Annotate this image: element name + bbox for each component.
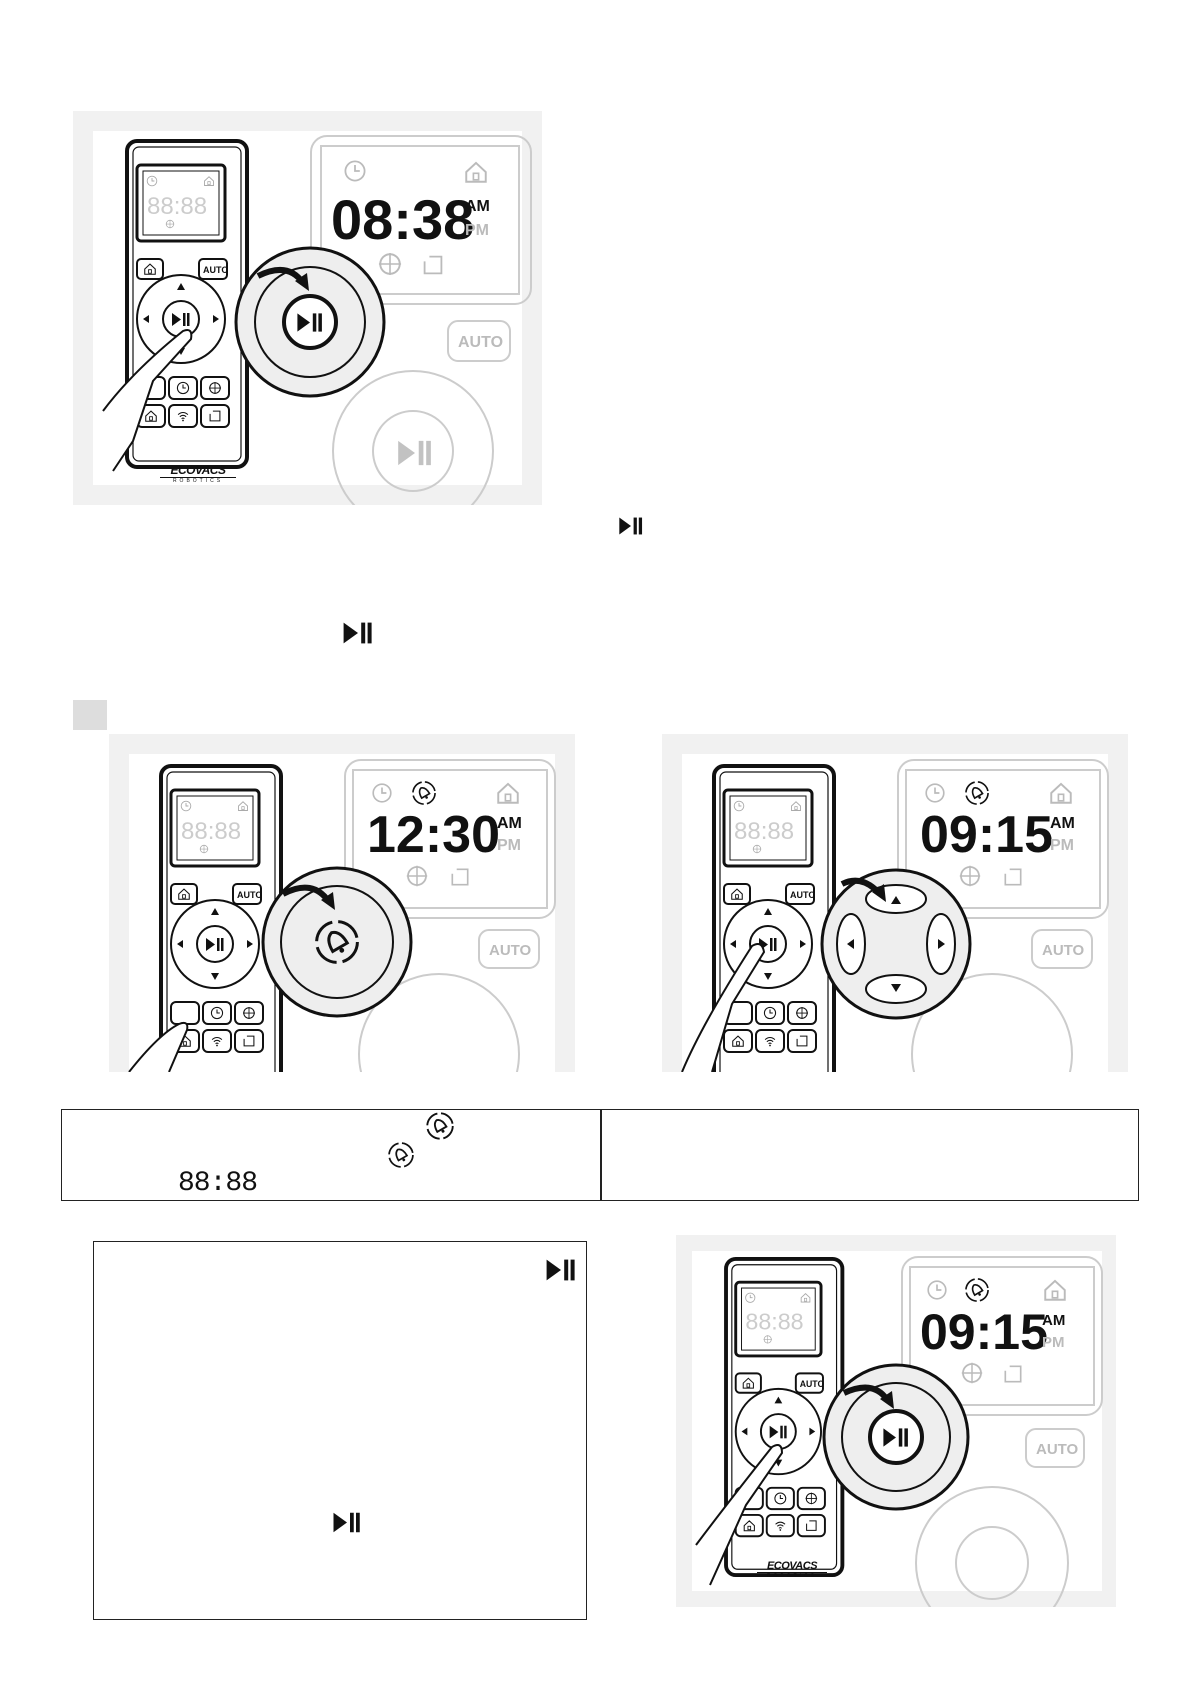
play-pause-icon <box>333 1512 360 1533</box>
illustration-schedule-adjust: 09:15 AM PM AUTO <box>662 734 1128 1135</box>
display-time: 09:15 <box>920 1304 1048 1360</box>
display-time: 08:38 <box>331 188 474 251</box>
illustration-set-clock-confirm: 08:38 AM PM AUTO <box>73 111 542 532</box>
illustration-schedule-press: 12:30 AM PM AUTO <box>109 734 575 1135</box>
play-pause-icon <box>619 517 643 535</box>
svg-text:PM: PM <box>1042 1334 1065 1351</box>
brand-logo: ECOVACS ROBOTICS <box>757 1560 827 1579</box>
play-pause-icon <box>343 622 372 644</box>
schedule-icon <box>426 1112 454 1140</box>
section-marker <box>73 700 107 730</box>
display-time: 12:30 <box>367 806 500 864</box>
svg-text:AM: AM <box>1042 1312 1065 1329</box>
am-label: AM <box>465 198 490 215</box>
brand-logo: ECOVACS ROBOTICS <box>160 463 236 484</box>
note-box <box>93 1241 587 1620</box>
play-pause-icon <box>546 1259 575 1281</box>
schedule-icon <box>388 1142 414 1168</box>
illustration-schedule-confirm: 09:15 AM PM AUTO <box>676 1235 1116 1640</box>
svg-text:AUTO: AUTO <box>1042 942 1085 959</box>
brand-logo-text: ECOVACS <box>757 1560 827 1573</box>
display-time: 09:15 <box>920 806 1053 864</box>
svg-text:AM: AM <box>497 815 522 832</box>
svg-text:PM: PM <box>1050 837 1074 854</box>
svg-text:PM: PM <box>497 837 521 854</box>
segment-display-text: 88:88 <box>178 1168 258 1199</box>
svg-text:AUTO: AUTO <box>1036 1441 1079 1458</box>
svg-text:AUTO: AUTO <box>458 334 503 351</box>
brand-tagline: ROBOTICS <box>172 478 224 484</box>
svg-text:AUTO: AUTO <box>489 942 532 959</box>
svg-text:PM: PM <box>465 222 489 239</box>
brand-tagline: ROBOTICS <box>766 1573 818 1579</box>
svg-text:AM: AM <box>1050 815 1075 832</box>
brand-logo-text: ECOVACS <box>160 463 236 478</box>
info-table: 88:88 <box>61 1109 1139 1201</box>
table-divider <box>600 1110 602 1200</box>
